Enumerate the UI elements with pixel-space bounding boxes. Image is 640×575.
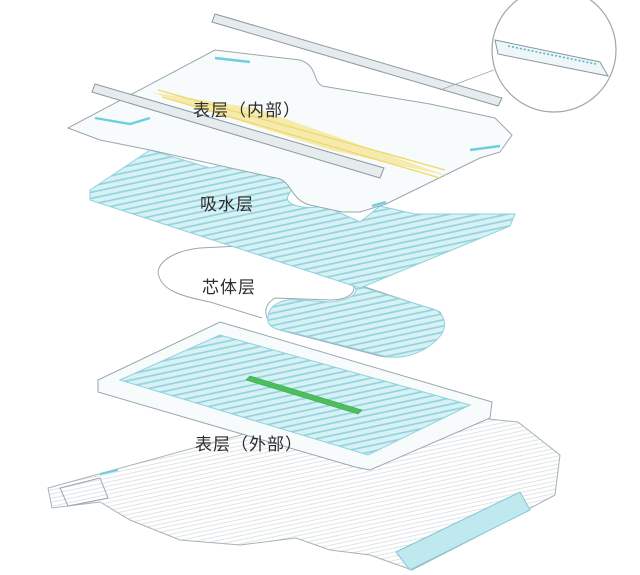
inner-top-sheet-layer <box>66 13 513 213</box>
elastic-bar-front <box>91 83 385 179</box>
detail-magnifier <box>439 0 617 113</box>
label-absorbent-layer: 吸水层 <box>200 195 254 215</box>
label-top-sheet-outer: 表层（外部） <box>195 435 303 455</box>
elastic-bar-back <box>211 13 503 107</box>
blue-side-tab <box>395 491 531 571</box>
fastening-tab-icon <box>59 477 109 507</box>
label-core-layer: 芯体层 <box>202 278 256 298</box>
label-top-sheet-inner: 表层（内部） <box>193 101 301 121</box>
green-indicator-strip <box>245 375 363 415</box>
frame-layer <box>97 321 493 471</box>
core-layer <box>157 245 445 358</box>
yellow-adhesive-strip <box>150 92 448 176</box>
outer-top-sheet-layer <box>47 404 561 571</box>
